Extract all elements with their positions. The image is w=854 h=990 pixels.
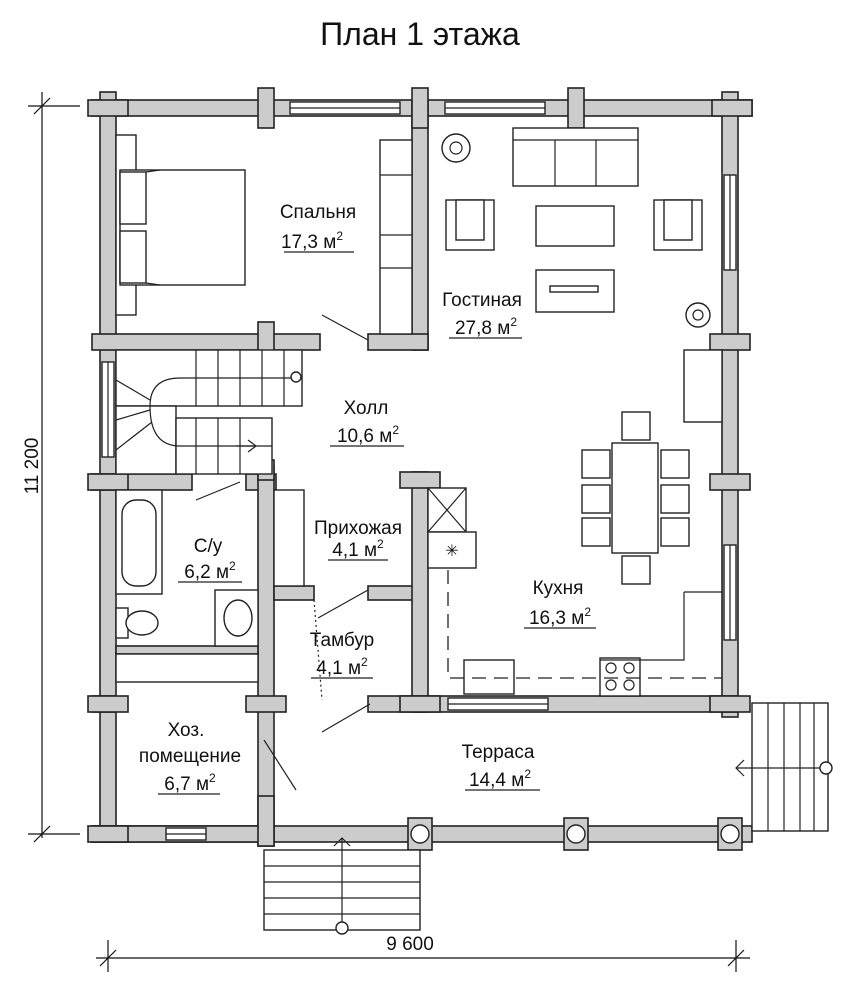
bedroom-furniture [115, 134, 413, 335]
room-name: Гостиная [442, 290, 522, 311]
svg-text:14,4 м2: 14,4 м2 [469, 767, 531, 791]
room-name: Прихожая [314, 518, 402, 539]
wall-bedroom-living [411, 99, 429, 351]
room-name: С/у [194, 536, 223, 557]
kitchen-furniture: ✳ [427, 411, 722, 697]
arrow-left-icon [735, 759, 745, 777]
svg-text:✳: ✳ [445, 543, 458, 560]
room-area: 6,2 [184, 562, 210, 583]
height-label: 11 200 [22, 438, 43, 495]
dining-table [611, 442, 659, 554]
living-furniture [441, 127, 723, 423]
arrow-up-icon [333, 837, 351, 847]
room-name: Холл [344, 398, 389, 419]
svg-text:17,3 м2: 17,3 м2 [281, 229, 343, 253]
svg-text:10,6 м2: 10,6 м2 [337, 423, 399, 447]
room-label-entrance: Прихожая 4,1 м2 [314, 518, 402, 561]
dimension-height: 11 200 [22, 92, 80, 843]
utility-shelf [115, 653, 259, 683]
coffee-table [535, 205, 615, 247]
room-label-terrace: Терраса 14,4 м2 [462, 742, 540, 791]
bathroom-fixtures [115, 489, 305, 647]
room-name: Хоз. [168, 720, 205, 741]
room-name: Тамбур [310, 630, 375, 651]
room-label-kitchen: Кухня 16,3 м2 [524, 578, 596, 629]
room-area: 4,1 [316, 658, 342, 679]
chair-icon [621, 411, 651, 441]
svg-text:6,7 м2: 6,7 м2 [164, 771, 216, 795]
kitchen-sink-icon [463, 659, 515, 695]
room-area: 10,6 [337, 426, 374, 447]
room-label-vestibule: Тамбур 4,1 м2 [310, 630, 375, 679]
wall-bedroom-bottom [91, 333, 321, 351]
room-label-bathroom: С/у 6,2 м2 [178, 536, 242, 583]
wall-left [99, 91, 117, 843]
room-area: 14,4 [469, 770, 506, 791]
door-vestibule [321, 703, 371, 733]
room-label-living: Гостиная 27,8 м2 [442, 290, 522, 339]
chair-icon [621, 555, 651, 585]
doors [195, 314, 371, 791]
plant-icon [441, 133, 471, 163]
windows [101, 101, 737, 841]
wall-kitchen-left [411, 471, 429, 713]
chair-icon [581, 517, 611, 547]
svg-text:4,1 м2: 4,1 м2 [332, 537, 384, 561]
room-name: Спальня [280, 202, 356, 223]
room-area: 6,7 [164, 774, 190, 795]
svg-text:4,1 м2: 4,1 м2 [316, 655, 368, 679]
chair-icon [581, 484, 611, 514]
cooktop-icon [599, 657, 641, 697]
plan-title: План 1 этажа [320, 16, 520, 52]
wall-bathroom-right [257, 465, 275, 847]
terrace-columns [407, 817, 743, 851]
room-name: Терраса [462, 742, 535, 763]
staircase [115, 349, 303, 475]
svg-text:27,8 м2: 27,8 м2 [455, 315, 517, 339]
room-label-bedroom: Спальня 17,3 м2 [280, 202, 356, 253]
dimension-width: 9 600 [96, 934, 750, 972]
room-label-hall: Холл 10,6 м2 [330, 398, 404, 447]
chair-icon [581, 449, 611, 479]
room-area: 17,3 [281, 232, 318, 253]
door-bedroom [321, 314, 369, 341]
room-name: Кухня [533, 578, 584, 599]
door-entrance [317, 589, 369, 619]
oven-icon [427, 531, 477, 569]
chair-icon [660, 484, 690, 514]
chair-icon [660, 517, 690, 547]
stove-fireplace [683, 349, 723, 423]
room-area: 16,3 [529, 608, 566, 629]
svg-text:16,3 м2: 16,3 м2 [529, 605, 591, 629]
room-area: 4,1 [332, 540, 358, 561]
sofa-icon [512, 127, 639, 187]
width-label: 9 600 [386, 934, 434, 955]
room-name-line2: помещение [139, 746, 241, 767]
chair-icon [660, 449, 690, 479]
svg-text:6,2 м2: 6,2 м2 [184, 559, 236, 583]
door-bathroom [195, 481, 241, 501]
room-label-utility: Хоз. помещение 6,7 м2 [139, 720, 241, 795]
side-steps [735, 702, 833, 832]
closet [273, 489, 305, 587]
door-utility [263, 739, 297, 791]
front-steps [263, 837, 421, 935]
wardrobe [379, 139, 413, 335]
plant-icon [685, 302, 711, 328]
room-area: 27,8 [455, 318, 492, 339]
